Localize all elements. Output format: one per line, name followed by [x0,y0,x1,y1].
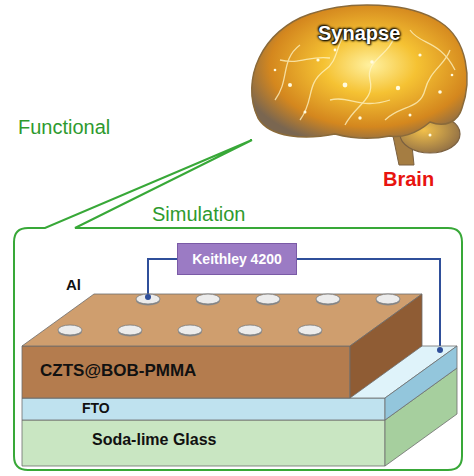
electrode-label: Al [66,276,81,293]
node-text: CZTS@BOB-PMMA [40,361,440,381]
node-text: Keithley 4200 [192,251,282,267]
brain-label: Brain [383,168,434,191]
node-text: Soda-lime Glass [92,431,474,449]
instrument-box: Keithley 4200 [177,243,297,275]
node-text: FTO [82,400,474,416]
probe-contact [437,347,443,353]
al-electrode [376,294,400,304]
absorber-layer: CZTS@BOB-PMMA [22,294,422,398]
synapse-sparks [274,39,454,137]
layer-shape [22,294,422,398]
caption-word: Simulation [152,203,245,226]
brain-label: Synapse [318,22,400,45]
al-electrode [178,325,202,335]
cerebrum [252,5,467,138]
al-electrode [118,325,142,335]
probe-contact [145,294,151,300]
layer-face [22,346,457,398]
al-electrode [58,325,82,335]
layer-face [22,398,385,420]
wire [148,259,177,294]
callout-bubble [14,140,462,470]
al-electrode [238,325,262,335]
caption-word: Functional [18,116,110,139]
al-electrode [136,294,160,304]
al-electrode [298,325,322,335]
al-electrode [316,294,340,304]
al-electrode [256,294,280,304]
al-electrode [196,294,220,304]
brain-gyri [275,30,455,125]
layer-face [385,368,457,466]
